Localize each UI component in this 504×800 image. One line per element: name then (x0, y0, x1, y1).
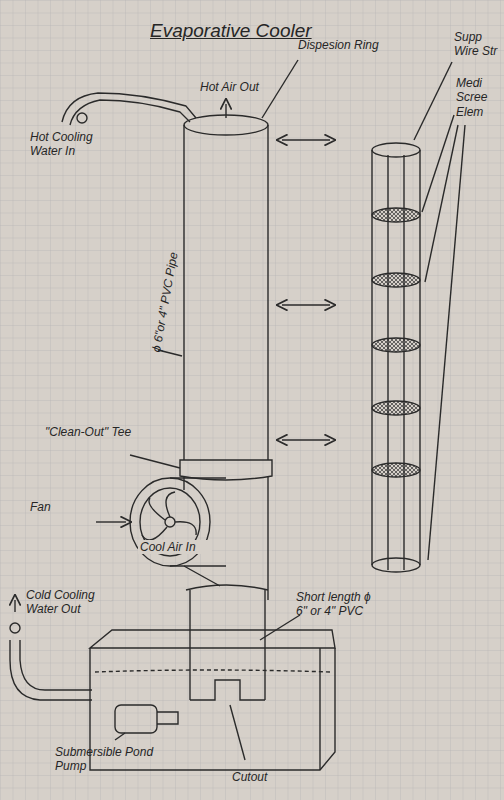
part-label: Short length ϕ 6" or 4" PVC (296, 590, 382, 619)
part-label: "Clean-Out" Tee (45, 425, 135, 439)
part-label: Hot Cooling Water In (30, 130, 120, 159)
part-label: Supp Wire Str (454, 30, 502, 59)
part-label: Cool Air In (138, 540, 212, 554)
part-label: Fan (30, 500, 70, 514)
part-label: Cutout (232, 770, 292, 784)
part-label: Cold Cooling Water Out (26, 588, 106, 617)
part-label: Dispesion Ring (298, 38, 398, 52)
part-label: Submersible Pond Pump (55, 745, 185, 774)
part-label: Hot Air Out (200, 80, 280, 94)
part-label: Medi Scree Elem (456, 76, 500, 119)
title: Evaporative Cooler (150, 20, 312, 42)
